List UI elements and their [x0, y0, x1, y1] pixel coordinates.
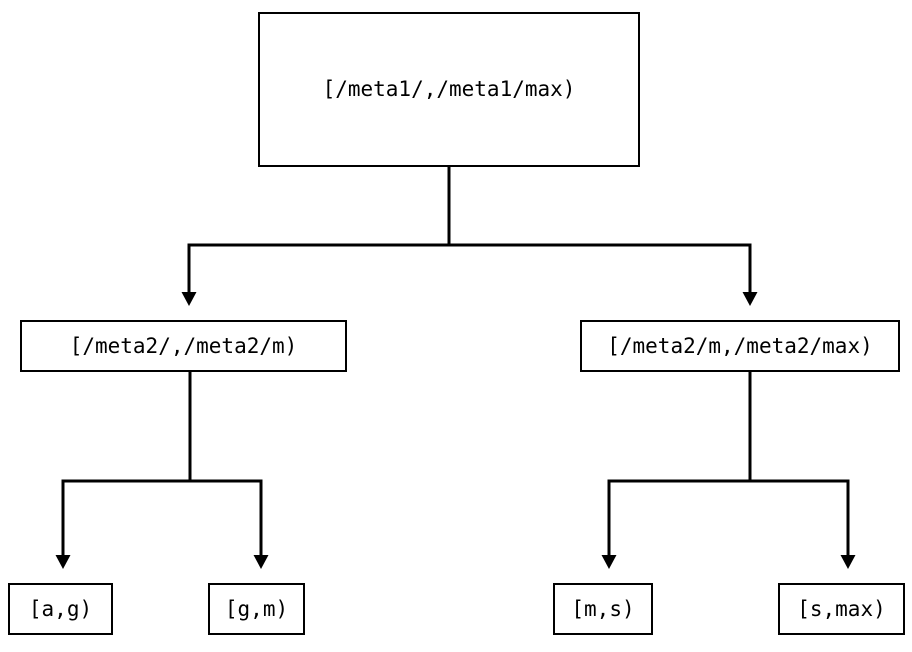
edge-root-to-mid-right — [447, 167, 758, 306]
node-root-label: [/meta1/,/meta1/max) — [322, 77, 576, 101]
node-leaf-m-s-label: [m,s) — [571, 596, 635, 621]
node-mid-right[interactable]: [/meta2/m,/meta2/max) — [580, 320, 900, 372]
node-leaf-a-g-label: [a,g) — [28, 596, 93, 621]
arrowhead-icon — [840, 555, 856, 569]
node-mid-left-label: [/meta2/,/meta2/m) — [69, 333, 298, 358]
arrowhead-icon — [253, 555, 269, 569]
arrowhead-icon — [601, 555, 617, 569]
edge-mid-left-to-leaf-1 — [55, 372, 192, 569]
arrowhead-icon — [181, 292, 197, 306]
node-leaf-s-max[interactable]: [s,max) — [778, 583, 905, 635]
node-mid-left[interactable]: [/meta2/,/meta2/m) — [20, 320, 347, 372]
node-leaf-g-m-label: [g,m) — [224, 596, 289, 621]
node-mid-right-label: [/meta2/m,/meta2/max) — [607, 333, 873, 358]
edge-mid-right-to-leaf-4 — [748, 372, 856, 569]
node-leaf-g-m[interactable]: [g,m) — [208, 583, 305, 635]
edge-mid-left-to-leaf-2 — [188, 372, 269, 569]
edge-mid-right-to-leaf-3 — [601, 372, 752, 569]
node-root[interactable]: [/meta1/,/meta1/max) — [258, 12, 640, 167]
edge-root-to-mid-left — [181, 167, 451, 306]
node-leaf-s-max-label: [s,max) — [797, 596, 886, 621]
arrowhead-icon — [742, 292, 758, 306]
node-leaf-a-g[interactable]: [a,g) — [8, 583, 113, 635]
node-leaf-m-s[interactable]: [m,s) — [553, 583, 653, 635]
arrowhead-icon — [55, 555, 71, 569]
